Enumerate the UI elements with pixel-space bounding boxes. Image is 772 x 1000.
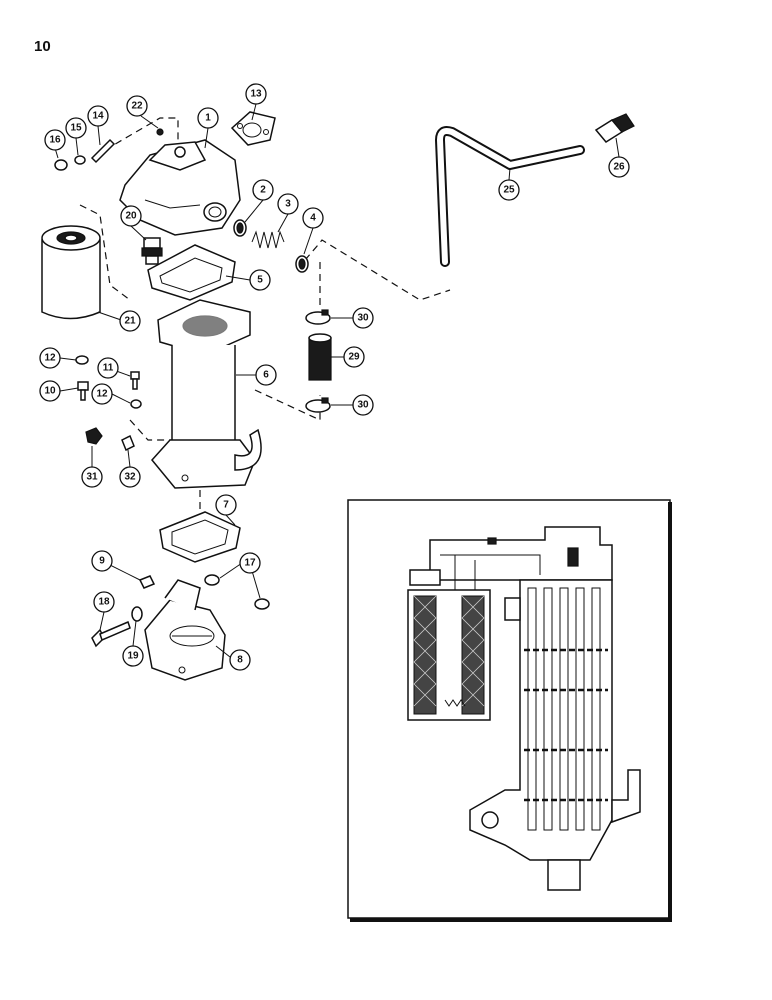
callout-14: 14 xyxy=(87,105,109,127)
o-ring-17a-part xyxy=(204,574,220,586)
callout-18: 18 xyxy=(93,591,115,613)
svg-text:20: 20 xyxy=(125,211,137,222)
page-number: 10 xyxy=(34,38,51,55)
inset-filter-cartridge xyxy=(407,589,491,721)
bolt-10-part xyxy=(77,381,89,401)
plug-22-part xyxy=(156,128,164,136)
svg-text:22: 22 xyxy=(131,101,143,112)
svg-text:9: 9 xyxy=(99,556,105,567)
nut-16-part xyxy=(54,159,68,171)
cutaway-inset xyxy=(347,499,672,922)
callout-21: 21 xyxy=(119,310,141,332)
washer-15-part xyxy=(74,155,86,165)
plug-32-part xyxy=(121,434,135,452)
adapter-8-part xyxy=(144,579,226,681)
callout-25: 25 xyxy=(498,179,520,201)
plug-31-part xyxy=(85,427,103,445)
callout-16: 16 xyxy=(44,129,66,151)
gasket-13-part xyxy=(230,111,276,146)
stud-14-part xyxy=(90,138,116,164)
callout-10: 10 xyxy=(39,380,61,402)
svg-text:17: 17 xyxy=(244,558,256,569)
fitting-20-part xyxy=(141,237,163,265)
svg-text:29: 29 xyxy=(348,352,360,363)
callout-29: 29 xyxy=(343,346,365,368)
svg-text:32: 32 xyxy=(124,472,136,483)
svg-text:13: 13 xyxy=(250,89,262,100)
oil-cooler-6-part xyxy=(151,299,262,489)
svg-text:21: 21 xyxy=(124,316,136,327)
svg-text:6: 6 xyxy=(263,370,269,381)
assembly-line-stud xyxy=(104,117,179,151)
svg-text:12: 12 xyxy=(96,389,108,400)
bolt-11-part xyxy=(130,371,140,390)
callout-9: 9 xyxy=(91,550,113,572)
callout-20: 20 xyxy=(120,205,142,227)
svg-text:25: 25 xyxy=(503,185,515,196)
callout-6: 6 xyxy=(255,364,277,386)
callout-2: 2 xyxy=(252,179,274,201)
callout-13: 13 xyxy=(245,83,267,105)
clamp-30b-part xyxy=(305,397,331,413)
svg-text:30: 30 xyxy=(357,400,369,411)
svg-text:30: 30 xyxy=(357,313,369,324)
hose-25-part xyxy=(435,126,585,267)
clamp-30a-part xyxy=(305,309,331,325)
svg-text:5: 5 xyxy=(257,275,263,286)
svg-text:2: 2 xyxy=(260,185,266,196)
callout-4: 4 xyxy=(302,207,324,229)
tube-29-part xyxy=(308,333,332,381)
svg-text:1: 1 xyxy=(205,113,211,124)
svg-text:26: 26 xyxy=(613,162,625,173)
fitting-26-part xyxy=(594,113,635,143)
svg-text:11: 11 xyxy=(103,363,114,374)
washer-19-part xyxy=(131,606,143,622)
svg-text:31: 31 xyxy=(86,472,98,483)
svg-text:12: 12 xyxy=(44,353,56,364)
svg-text:10: 10 xyxy=(44,386,56,397)
callout-22: 22 xyxy=(126,95,148,117)
plug-9-part xyxy=(138,575,156,589)
callout-5: 5 xyxy=(249,269,271,291)
callout-11: 11 xyxy=(97,357,119,379)
callout-26: 26 xyxy=(608,156,630,178)
o-ring-17b-part xyxy=(254,598,270,610)
inset-cooler-body xyxy=(469,579,641,891)
svg-text:3: 3 xyxy=(285,199,291,210)
callout-8: 8 xyxy=(229,649,251,671)
leader-lines xyxy=(54,103,620,658)
callout-7: 7 xyxy=(215,494,237,516)
gasket-5-part xyxy=(147,244,236,301)
gasket-7-part xyxy=(159,511,241,563)
seal-4-part xyxy=(295,255,309,273)
filter-cartridge-21-part xyxy=(41,225,101,320)
callout-31: 31 xyxy=(81,466,103,488)
spring-3-part xyxy=(251,230,285,249)
callout-15: 15 xyxy=(65,117,87,139)
svg-text:19: 19 xyxy=(127,651,139,662)
bolt-18-part xyxy=(91,620,131,648)
svg-text:4: 4 xyxy=(310,213,316,224)
callout-17: 17 xyxy=(239,552,261,574)
callout-12b: 12 xyxy=(91,383,113,405)
seal-2-part xyxy=(233,219,247,237)
washer-12b-part xyxy=(130,399,142,409)
callout-3: 3 xyxy=(277,193,299,215)
callout-1: 1 xyxy=(197,107,219,129)
svg-text:7: 7 xyxy=(223,500,229,511)
callout-12a: 12 xyxy=(39,347,61,369)
assembly-line-hose xyxy=(304,239,451,301)
assembly-line-lower xyxy=(129,419,175,441)
callout-32: 32 xyxy=(119,466,141,488)
callout-19: 19 xyxy=(122,645,144,667)
callout-30b: 30 xyxy=(352,394,374,416)
svg-text:15: 15 xyxy=(70,123,82,134)
svg-text:8: 8 xyxy=(237,655,243,666)
svg-text:14: 14 xyxy=(92,111,104,122)
svg-text:16: 16 xyxy=(49,135,61,146)
callout-30a: 30 xyxy=(352,307,374,329)
washer-12a-part xyxy=(75,355,89,365)
svg-text:18: 18 xyxy=(98,597,110,608)
